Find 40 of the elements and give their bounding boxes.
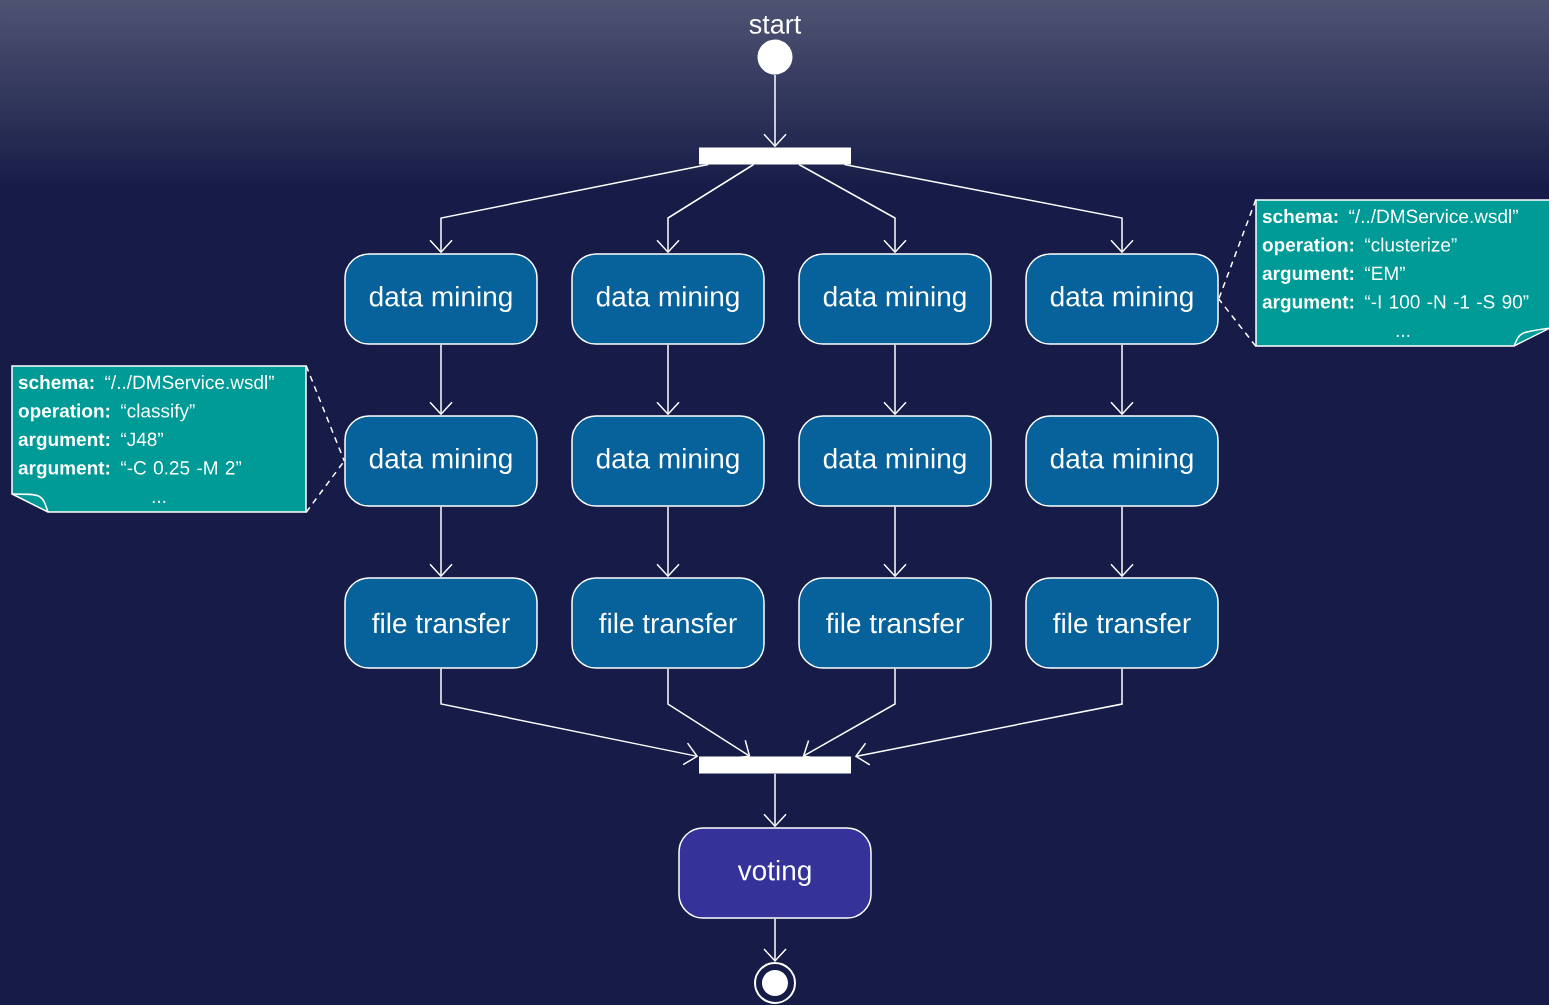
action-box: file transfer	[344, 577, 538, 669]
dashed-line	[1218, 298, 1257, 347]
arrow	[1110, 344, 1134, 416]
action-box: data mining	[798, 415, 992, 507]
action-box: data mining	[344, 253, 538, 345]
action-box: data mining	[1025, 415, 1219, 507]
action-box: data mining	[344, 415, 538, 507]
action-box: voting	[678, 827, 872, 919]
action-box: data mining	[571, 253, 765, 345]
arrow	[667, 668, 751, 760]
action-box: data mining	[798, 253, 992, 345]
action-box: file transfer	[1025, 577, 1219, 669]
arrow	[429, 344, 453, 416]
action-box: data mining	[571, 415, 765, 507]
arrow	[798, 163, 907, 254]
arrow	[656, 344, 680, 416]
start-circle	[757, 39, 793, 75]
arrow	[763, 772, 787, 828]
end-circle	[754, 962, 796, 1004]
arrow	[429, 506, 453, 578]
action-box: data mining	[1025, 253, 1219, 345]
action-box: file transfer	[571, 577, 765, 669]
action-box: file transfer	[798, 577, 992, 669]
arrow	[440, 668, 699, 766]
arrow	[429, 163, 709, 254]
arrow	[854, 668, 1123, 766]
note: schema: “/../DMService.wsdl” operation: “classify” argument: “J48” argument: “-C 0.25 -M 2” ...	[11, 365, 307, 513]
start-label: start	[749, 16, 802, 34]
arrow	[843, 163, 1134, 254]
arrow	[656, 163, 755, 254]
arrow	[883, 344, 907, 416]
arrow	[656, 506, 680, 578]
arrow	[1110, 506, 1134, 578]
dashed-line	[305, 460, 345, 513]
arrow	[763, 918, 787, 962]
arrow	[883, 506, 907, 578]
dashed-line	[305, 365, 345, 462]
note: schema: “/../DMService.wsdl” operation: “clusterize” argument: “EM” argument: “-I 100 -N -1 -S 90” ...	[1255, 199, 1549, 347]
arrow	[763, 73, 787, 148]
dashed-line	[1218, 199, 1257, 300]
